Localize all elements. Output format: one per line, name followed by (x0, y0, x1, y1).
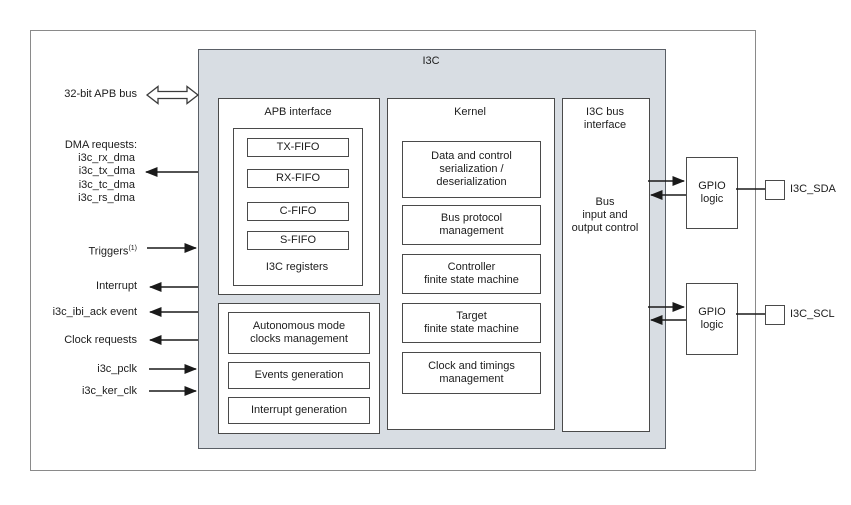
gpio-logic-sda-box: GPIO logic (686, 157, 738, 229)
sda-pad-label: I3C_SDA (790, 183, 836, 195)
i3c-registers-label: I3C registers (265, 261, 329, 273)
interrupt-label: Interrupt (96, 280, 137, 292)
c-fifo-label: C-FIFO (279, 205, 317, 217)
gpio-logic-sda-label: GPIO logic (698, 180, 726, 205)
apb-interface-title: APB interface (264, 106, 332, 118)
gpio-logic-scl-label: GPIO logic (698, 306, 726, 331)
bus-io-control-label: Bus input and output control (571, 196, 639, 234)
events-generation-label: Events generation (254, 369, 344, 381)
kernel-title: Kernel (454, 106, 486, 118)
c-fifo-box: C-FIFO (247, 202, 349, 221)
dma-requests-header: DMA requests: (64, 139, 137, 151)
rx-fifo-label: RX-FIFO (276, 172, 320, 184)
pclk-label: i3c_pclk (97, 363, 137, 375)
gpio-logic-scl-box: GPIO logic (686, 283, 738, 355)
dma-channel-label: i3c_tx_dma (78, 165, 135, 177)
bus-protocol-label: Bus protocol management (439, 212, 504, 237)
events-generation-box: Events generation (228, 362, 370, 389)
interrupt-generation-label: Interrupt generation (250, 404, 347, 416)
serialization-label: Data and control serialization / deseria… (431, 150, 512, 188)
triggers-footnote: (1) (128, 245, 137, 252)
dma-channel-label: i3c_rs_dma (78, 192, 135, 204)
clock-requests-label: Clock requests (64, 334, 137, 346)
dma-channel-label: i3c_tc_dma (78, 179, 135, 191)
apb-bus-label: 32-bit APB bus (64, 88, 137, 100)
rx-fifo-box: RX-FIFO (247, 169, 349, 188)
triggers-text: Triggers (88, 245, 129, 258)
serialization-box: Data and control serialization / deseria… (402, 141, 541, 198)
target-fsm-box: Target finite state machine (402, 303, 541, 343)
i3c-bus-interface-title: I3C bus interface (583, 106, 627, 131)
interrupt-generation-box: Interrupt generation (228, 397, 370, 424)
controller-fsm-box: Controller finite state machine (402, 254, 541, 294)
clock-timings-label: Clock and timings management (428, 360, 515, 385)
autonomous-clocks-box: Autonomous mode clocks management (228, 312, 370, 354)
sda-pad (765, 180, 785, 200)
i3c-core-title: I3C (422, 55, 440, 67)
dma-channel-label: i3c_rx_dma (78, 152, 135, 164)
i3c-bus-interface-box (562, 98, 650, 432)
tx-fifo-box: TX-FIFO (247, 138, 349, 157)
scl-pad-label: I3C_SCL (790, 308, 835, 320)
tx-fifo-label: TX-FIFO (276, 141, 320, 153)
clock-timings-box: Clock and timings management (402, 352, 541, 394)
controller-fsm-label: Controller finite state machine (424, 261, 519, 286)
scl-pad (765, 305, 785, 325)
ibi-ack-label: i3c_ibi_ack event (52, 306, 137, 318)
s-fifo-label: S-FIFO (279, 234, 317, 246)
target-fsm-label: Target finite state machine (424, 310, 519, 335)
s-fifo-box: S-FIFO (247, 231, 349, 250)
ker-clk-label: i3c_ker_clk (81, 385, 137, 397)
triggers-label: Triggers(1) (20, 242, 138, 259)
autonomous-clocks-label: Autonomous mode clocks management (250, 320, 348, 345)
bus-protocol-box: Bus protocol management (402, 205, 541, 245)
